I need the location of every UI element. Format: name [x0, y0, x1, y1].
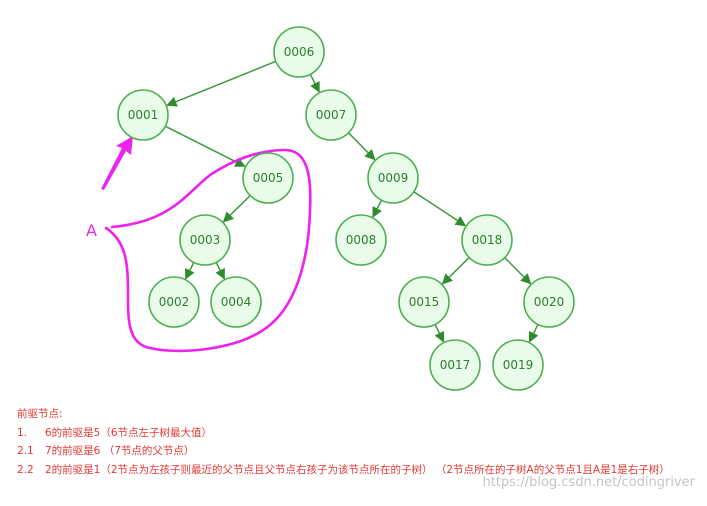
node-label: 0015: [409, 295, 440, 309]
node-label: 0017: [440, 358, 471, 372]
node-circle: [210, 276, 262, 328]
tree-node-0003: 0003: [179, 214, 231, 266]
edge-0003-0004: [215, 262, 226, 280]
node-label: 0003: [190, 233, 221, 247]
tree-node-0001: 0001: [117, 89, 169, 141]
node-label: 0008: [346, 233, 377, 247]
watermark: https://blog.csdn.net/codingriver: [482, 475, 695, 490]
subtree-label: A: [86, 221, 97, 240]
node-circle: [242, 152, 294, 204]
node-label: 0002: [159, 295, 190, 309]
tree-node-0015: 0015: [398, 276, 450, 328]
edge-0006-0007: [309, 73, 320, 93]
note-text: 7的前驱是6 （7节点的父节点）: [45, 445, 195, 457]
nodes-layer: 0006 0001 0007 0005 0009 0003 0008 0018 0002 0004…: [117, 26, 575, 391]
edge-0007-0009: [348, 132, 376, 161]
note-number: 2.1: [17, 445, 34, 457]
node-label: 0005: [253, 171, 284, 185]
subtree-a-outline: [104, 148, 312, 353]
node-label: 0007: [316, 108, 347, 122]
node-circle: [367, 152, 419, 204]
tree-node-0017: 0017: [429, 339, 481, 391]
edge-0001-0005: [164, 125, 246, 167]
node-label: 0018: [472, 233, 503, 247]
tree-node-0008: 0008: [335, 214, 387, 266]
node-circle: [492, 339, 544, 391]
tree-node-0006: 0006: [273, 26, 325, 78]
node-label: 0020: [534, 295, 565, 309]
tree-node-0004: 0004: [210, 276, 262, 328]
node-label: 0009: [378, 171, 409, 185]
notes-heading: 前驱节点:: [17, 408, 63, 420]
note-number: 1.: [17, 426, 28, 439]
tree-node-0018: 0018: [461, 214, 513, 266]
edge-0018-0020: [504, 257, 532, 285]
note-text: 6的前驱是5（6节点左子树最大值）: [45, 426, 213, 439]
tree-node-0009: 0009: [367, 152, 419, 204]
node-circle: [273, 26, 325, 78]
pointer-arrow-icon: [101, 136, 133, 190]
tree-node-0007: 0007: [305, 89, 357, 141]
node-circle: [117, 89, 169, 141]
edge-0005-0003: [222, 195, 251, 223]
node-label: 0006: [284, 45, 315, 59]
node-label: 0001: [128, 108, 159, 122]
edge-0018-0015: [441, 257, 470, 285]
edges-layer: [164, 60, 539, 343]
node-circle: [148, 276, 200, 328]
node-circle: [429, 339, 481, 391]
edge-0003-0002: [184, 262, 195, 280]
node-circle: [461, 214, 513, 266]
edge-0020-0019: [528, 324, 539, 343]
note-item: 1. 6的前驱是5（6节点左子树最大值）: [17, 424, 670, 443]
tree-node-0020: 0020: [523, 276, 575, 328]
node-label: 0019: [503, 358, 534, 372]
node-circle: [335, 214, 387, 266]
node-circle: [179, 214, 231, 266]
edge-0009-0018: [413, 191, 467, 227]
edge-0015-0017: [434, 324, 445, 343]
tree-node-0005: 0005: [242, 152, 294, 204]
predecessor-notes: 前驱节点: 1. 6的前驱是5（6节点左子树最大值） 2.1 7的前驱是6 （7节点…: [17, 405, 670, 479]
edge-0009-0008: [372, 199, 383, 218]
node-circle: [305, 89, 357, 141]
node-circle: [523, 276, 575, 328]
node-circle: [398, 276, 450, 328]
note-item: 2.1 7的前驱是6 （7节点的父节点）: [17, 442, 670, 461]
edge-0006-0001: [166, 60, 277, 107]
note-text: 2的前驱是1（2节点为左孩子则最近的父节点且父节点右孩子为该节点所在的子树） （…: [45, 463, 670, 476]
note-item: 2.2 2的前驱是1（2节点为左孩子则最近的父节点且父节点右孩子为该节点所在的子树…: [17, 461, 670, 480]
annotation-layer: A: [86, 136, 312, 353]
tree-node-0002: 0002: [148, 276, 200, 328]
tree-node-0019: 0019: [492, 339, 544, 391]
note-number: 2.2: [17, 463, 34, 476]
node-label: 0004: [221, 295, 252, 309]
